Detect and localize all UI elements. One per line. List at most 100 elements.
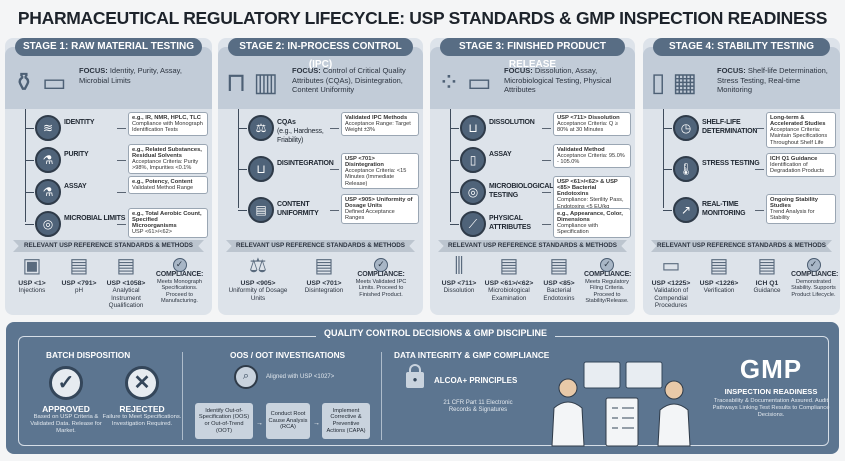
reference-standards: ▭USP <1225>Validation of Compendial Proc… [647, 254, 839, 314]
dissolution-apparatus-icon: ⫼ [454, 255, 464, 277]
criteria-box: USP <61>/<62> & USP <85> Bacterial Endot… [553, 176, 631, 213]
reference-item: ▤USP <791>pH [56, 254, 102, 295]
data-integrity-title: DATA INTEGRITY & GMP COMPLIANCE [394, 350, 550, 360]
focus-label: FOCUS: [292, 66, 321, 75]
reference-code: USP <905> [240, 280, 276, 287]
arrow-icon [755, 128, 764, 129]
lab-coat [657, 403, 691, 447]
rejected-decision: ✕ REJECTED Failure to Meet Specification… [102, 366, 182, 428]
reference-code: USP <711> [441, 280, 477, 287]
criteria-text: Compliance: Sterility Pass, Endotoxins <… [557, 197, 624, 210]
reference-item: ▤USP <1226>Verification [695, 254, 743, 295]
oos-title: OOS / OOT INVESTIGATIONS [230, 350, 346, 360]
test-name: CQAs [277, 119, 296, 126]
test-name: ASSAY [64, 183, 87, 190]
criteria-title: USP <711> Dissolution [557, 114, 620, 121]
document-icon: ▤ [69, 255, 89, 277]
flask-icon: ⚗ [35, 147, 61, 173]
reference-item: ▤USP <701>Disintegration [294, 254, 354, 295]
test-item: ⚖CQAs(e.g., Hardness, Friability)Validat… [218, 112, 423, 144]
connector-line [450, 109, 451, 222]
clock-icon: ◷ [673, 115, 699, 141]
raw-material-vial-scale-icon: ⚱ ▭ [13, 67, 67, 97]
blister-pack-icon: ⁘ ▭ [438, 67, 492, 97]
focus-band [218, 47, 423, 109]
approved-label: APPROVED [42, 404, 90, 414]
test-label: MICROBIOLOGICAL TESTING [489, 182, 553, 200]
stability-chamber-calendar-icon: ▯ ▦ [651, 67, 698, 97]
inspection-readiness-label: INSPECTION READINESS [724, 387, 818, 396]
reference-code: USP <85> [543, 280, 575, 287]
reference-code: USP <1225> [651, 280, 691, 287]
test-label: STRESS TESTING [702, 159, 766, 168]
divider [381, 352, 382, 440]
dissolution-vessel-icon: ⊔ [460, 115, 486, 141]
reference-standards: ⫼USP <711>Dissolution▤USP <61>/<62>Micro… [434, 254, 632, 314]
gmp-label: GMP [739, 354, 803, 384]
ribbon-label: RELEVANT USP REFERENCE STANDARDS & METHO… [651, 240, 832, 252]
test-label: CQAs(e.g., Hardness, Friability) [277, 118, 341, 145]
reference-name: Microbiological Examination [488, 287, 530, 302]
arrow-icon [330, 128, 339, 129]
connector-arrow [663, 210, 672, 211]
connector-line [238, 109, 239, 208]
arrow-icon [117, 192, 126, 193]
criteria-title: e.g., Appearance, Color, Dimensions [557, 210, 623, 223]
checklist-clipboard-icon [605, 397, 639, 447]
criteria-title: USP <61>/<62> & USP <85> Bacterial Endot… [557, 178, 618, 198]
compliance-note: ✓COMPLIANCE:Meets Regulatory Filing Crit… [584, 258, 632, 305]
computer-icon: ▭ [661, 255, 681, 277]
test-name: PURITY [64, 151, 89, 158]
reference-item: ▤USP <85>Bacterial Endotoxins [534, 254, 584, 302]
compliance-title: COMPLIANCE: [584, 271, 632, 278]
connector-arrow [663, 128, 672, 129]
stage-panel-2: STAGE 2: IN-PROCESS CONTROL (IPC)⊓ ▥FOCU… [218, 38, 423, 315]
scientist-head [664, 380, 684, 400]
dna-icon: ≋ [35, 115, 61, 141]
focus-value: Shelf-life Determination, Stress Testing… [717, 66, 828, 94]
padlock-icon: ● [406, 372, 424, 388]
test-name: MICROBIAL LIMITS [64, 215, 126, 222]
criteria-text: Acceptance Criteria: Maintain Specificat… [770, 127, 828, 146]
criteria-title: USP <701> Disintegration [345, 155, 384, 168]
arrow-icon: → [313, 420, 320, 427]
reference-name: Verification [703, 287, 735, 295]
connector-arrow [25, 224, 34, 225]
connector-arrow [25, 192, 34, 193]
compliance-text: Meets Regulatory Filing Criteria. Procee… [585, 278, 629, 305]
compliance-title: COMPLIANCE: [357, 271, 405, 278]
focus-band [643, 47, 840, 109]
test-label: REAL-TIME MONITORING [702, 200, 766, 218]
test-label: CONTENT UNIFORMITY [277, 200, 341, 218]
reference-name: Bacterial Endotoxins [543, 287, 575, 302]
test-name: STRESS TESTING [702, 160, 760, 167]
arrow-icon [755, 169, 764, 170]
reference-name: Injections [18, 287, 46, 295]
criteria-text: Compliance with Monograph Identification… [132, 120, 203, 134]
test-name: ASSAY [489, 151, 512, 158]
checkmark-icon: ✓ [600, 258, 614, 272]
criteria-text: Acceptance Criteria: 95.0% - 105.0% [557, 152, 625, 166]
padlock-shackle [409, 364, 421, 374]
connector-arrow [450, 224, 459, 225]
criteria-text: Validated Method Range [132, 184, 194, 191]
stage-panel-4: STAGE 4: STABILITY TESTING▯ ▦FOCUS: Shel… [643, 38, 840, 315]
balance-icon: ⚖ [249, 255, 267, 277]
gmp-readiness: GMP INSPECTION READINESS Traceability & … [706, 354, 836, 418]
stage-panel-3: STAGE 3: FINISHED PRODUCT RELEASE⁘ ▭FOCU… [430, 38, 635, 315]
reference-item: ▤USP <61>/<62>Microbiological Examinatio… [484, 254, 534, 302]
criteria-title: Validated Method [557, 146, 605, 153]
stage-title: STAGE 1: RAW MATERIAL TESTING [15, 38, 202, 56]
focus-label: FOCUS: [79, 66, 108, 75]
petri-dish-icon: ◎ [460, 179, 486, 205]
criteria-title: e.g., IR, NMR, HPLC, TLC [132, 114, 201, 121]
reference-code: USP <1> [18, 280, 46, 287]
reference-code: USP <701> [306, 280, 342, 287]
